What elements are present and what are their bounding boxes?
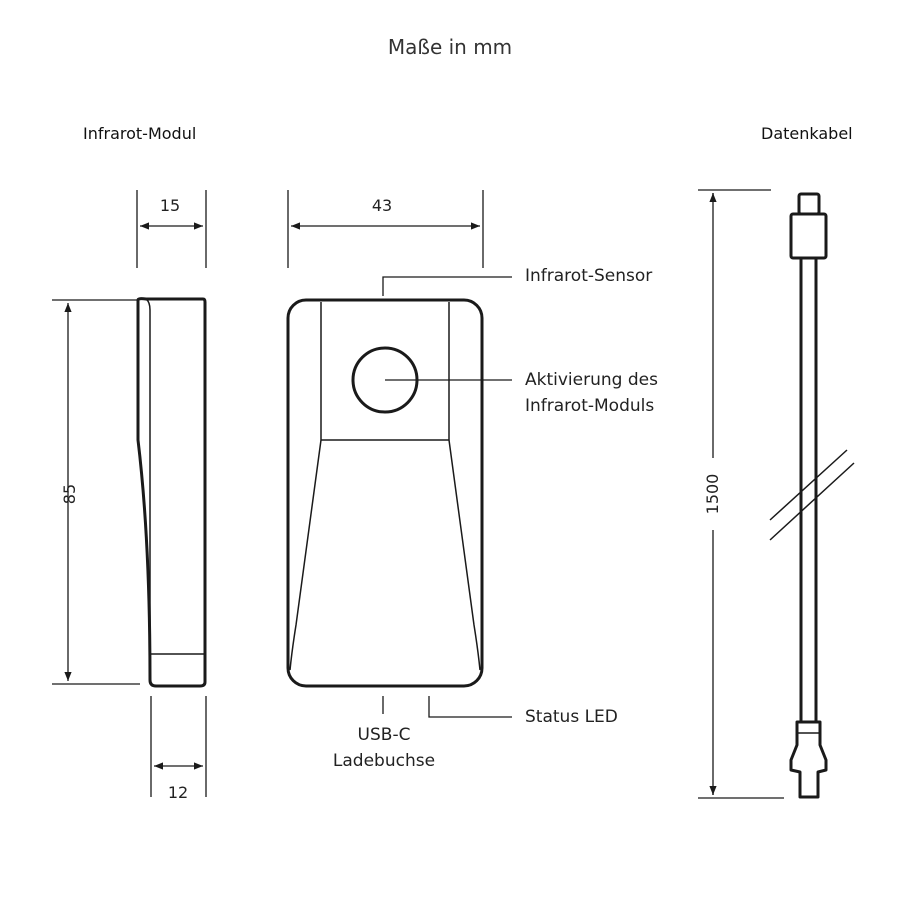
dimension-cable-length: [698, 189, 784, 799]
callout-leaders: [382, 276, 512, 718]
callout-usb-line2: Ladebuchse: [332, 751, 436, 771]
dimension-width: [287, 190, 484, 268]
callout-activation-line2: Infrarot-Moduls: [525, 396, 655, 416]
callout-usb-line1: USB-C: [357, 725, 411, 745]
page-title: Maße in mm: [387, 35, 513, 59]
dimension-label-cable-length: 1500: [703, 473, 722, 515]
callout-status-led: Status LED: [525, 707, 618, 727]
dimension-label-depth-top: 15: [159, 196, 181, 215]
callout-infrared-sensor: Infrarot-Sensor: [525, 266, 653, 286]
dimension-label-width: 43: [371, 196, 393, 215]
callout-activation-line1: Aktivierung des: [525, 370, 658, 390]
section-label-cable: Datenkabel: [761, 124, 853, 143]
dimension-depth-bottom: [150, 696, 207, 797]
dimension-height: [52, 299, 140, 685]
module-side-view: [136, 297, 207, 688]
dimension-label-height: 85: [60, 483, 79, 505]
dimension-depth-top: [136, 190, 207, 268]
data-cable: [769, 192, 855, 799]
module-front-view: [286, 298, 484, 688]
dimension-label-depth-bottom: 12: [167, 783, 189, 802]
section-label-module: Infrarot-Modul: [83, 124, 197, 143]
